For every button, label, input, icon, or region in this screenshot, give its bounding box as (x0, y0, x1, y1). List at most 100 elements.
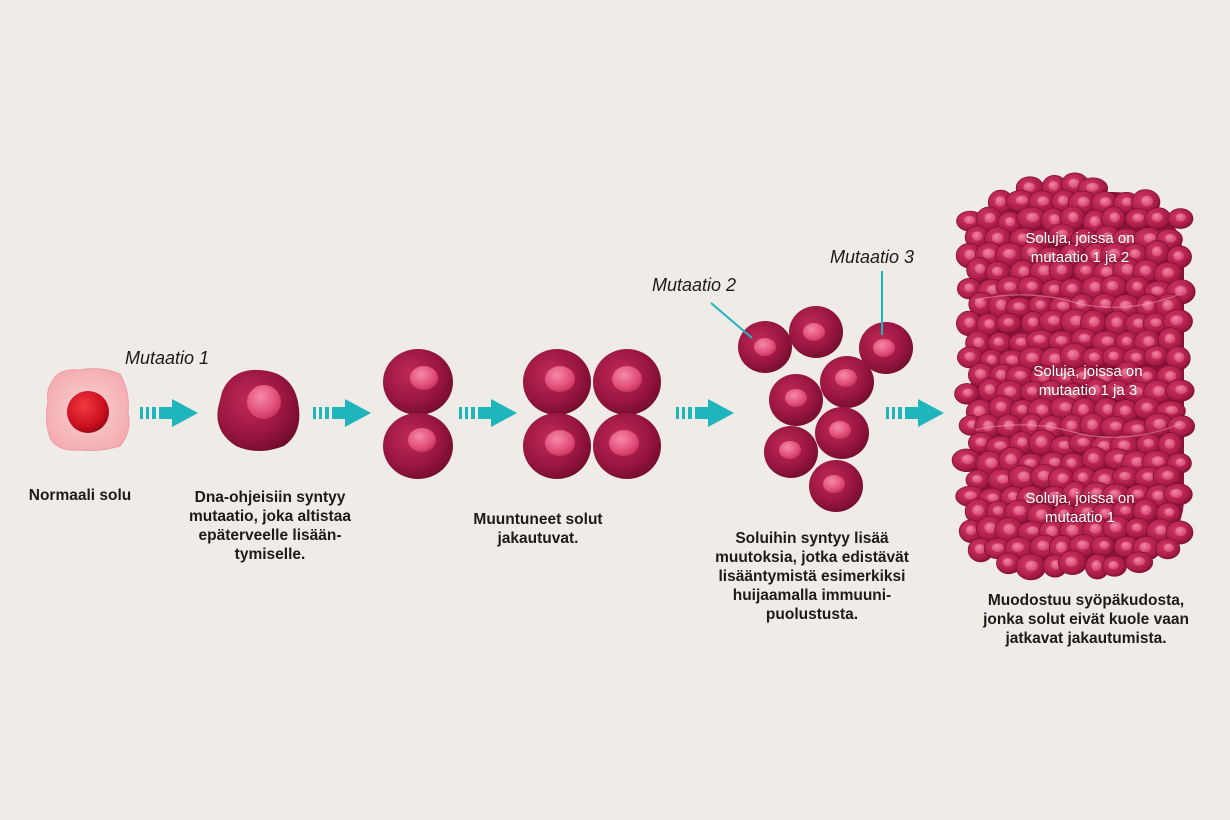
tumor-cell-nucleus (995, 401, 1007, 412)
tumor-cell-nucleus (973, 337, 984, 348)
tumor-cell-nucleus (1049, 457, 1061, 467)
tumor-cell-nucleus (1078, 333, 1091, 343)
tumor-cell-nucleus (964, 351, 976, 361)
tumor-cell-nucleus (995, 196, 1006, 207)
tumor-cell-nucleus (1175, 213, 1187, 222)
tumor-cell-nucleus (1037, 196, 1049, 206)
tumor-cell-nucleus (984, 212, 996, 224)
tumor-cell-nucleus (986, 354, 997, 364)
caption-more-changes: Soluihin syntyy lisää muutoksia, jotka e… (715, 530, 909, 623)
tumor-cell-nucleus (1002, 557, 1014, 567)
tumor-cell-nucleus (1077, 437, 1090, 447)
tumor-cell-nucleus (1120, 505, 1131, 515)
tumor-cell-nucleus (982, 248, 995, 259)
tumor-cell-nucleus (1109, 489, 1122, 500)
tumor-cell-nucleus (994, 441, 1007, 450)
tumor-cell-nucleus (1139, 265, 1152, 276)
tumor-cell-nucleus (1034, 234, 1045, 243)
tumor-cell-nucleus (1089, 281, 1102, 292)
tumor-cell-nucleus (1133, 556, 1145, 566)
tumor-cell-nucleus (1119, 405, 1131, 416)
tumor-cell-nucleus (1121, 541, 1132, 551)
tumor-cell-nucleus (1068, 178, 1080, 189)
tumor-cell-nucleus (995, 369, 1007, 380)
tumor-cell-nucleus (1112, 385, 1124, 394)
tumor-region-label-middle: Soluja, joissa on mutaatio 1 ja 3 (1033, 363, 1143, 399)
tumor-cell-nucleus (1151, 246, 1163, 257)
tumor-region-divider (974, 293, 1181, 308)
tumor-region-divider (974, 423, 1181, 438)
tumor-cell-nucleus (983, 420, 994, 432)
tumor-cell-nucleus (1151, 350, 1162, 360)
tumor-cell-nucleus (1175, 526, 1187, 537)
tumor-cell-nucleus (1035, 509, 1048, 520)
tumor-cell-nucleus (1017, 437, 1028, 447)
tumor-cell-nucleus (1027, 247, 1038, 258)
tumor-cell-nucleus (1077, 196, 1090, 207)
tumor-cell-nucleus (1066, 283, 1078, 293)
tumor-cell-nucleus (1141, 402, 1153, 412)
normal-cell (45, 368, 130, 451)
tumor-cell-nucleus (1038, 265, 1051, 276)
tumor-cell-nucleus (1037, 470, 1050, 481)
tumor-cell-nucleus (1141, 371, 1153, 381)
tumor-cell-nucleus (964, 249, 976, 260)
tumor-cell-nucleus (992, 232, 1004, 243)
tumor-cell-nucleus (1152, 490, 1165, 501)
mutation-3-label: Mutaatio 3 (830, 247, 915, 267)
tumor-cell-nucleus (1066, 249, 1078, 260)
tumor-cell-nucleus (1086, 182, 1099, 192)
tumor-cell-nucleus (1173, 251, 1184, 261)
tumor-cell-nucleus (1026, 212, 1040, 223)
tumor-cell-nucleus (1016, 404, 1028, 414)
tumor-cell-nucleus (1130, 386, 1144, 396)
tumor-cell-nucleus (984, 319, 995, 329)
caption-mutation: Dna-ohjeisiin syntyy mutaatio, joka alti… (189, 489, 351, 563)
tumor-cell-nucleus (1088, 316, 1100, 328)
tumor-cell-nucleus (1129, 249, 1141, 259)
tumor-cell-nucleus (1088, 352, 1100, 362)
tumor-cell-nucleus (974, 263, 986, 274)
tumor-cell-nucleus (1162, 267, 1174, 278)
tumor-cell-nucleus (1091, 560, 1102, 571)
tumor-cell-nucleus (1142, 472, 1155, 481)
tumor-cell-nucleus (1131, 523, 1143, 532)
tumor-cell-nucleus (972, 505, 984, 516)
tumor-cell-nucleus (1049, 214, 1060, 225)
tumor-cell-nucleus (1162, 299, 1174, 311)
tumor-cell-nucleus (1102, 232, 1114, 243)
tumor-cell-nucleus (1078, 403, 1089, 415)
tumor-cell-nucleus (1048, 181, 1059, 191)
tumor-cell-nucleus (1005, 453, 1017, 465)
tumor-cell-nucleus (1058, 440, 1071, 450)
tumor-cell-nucleus (964, 215, 976, 225)
tumor-cell-nucleus (1026, 419, 1037, 431)
tumor-cell-nucleus (964, 317, 975, 328)
tumor-cell-nucleus (1099, 540, 1110, 550)
tumor-cell-nucleus (1089, 216, 1101, 227)
tumor-cell-nucleus (1026, 352, 1039, 363)
tumor-cell-nucleus (1087, 419, 1098, 430)
scattered-mutated-cells (738, 306, 913, 512)
arrow-5 (886, 399, 944, 427)
tumor-cell-nucleus (1109, 521, 1122, 533)
mutation-1-label: Mutaatio 1 (125, 348, 210, 368)
tumor-cell-nucleus (1018, 266, 1030, 277)
tumor-cell-nucleus (1035, 436, 1048, 448)
tumor-cell-nucleus (975, 437, 987, 447)
mutation-2-pointer (710, 302, 753, 339)
tumor-cell-nucleus (1065, 556, 1078, 567)
tumor-cell-nucleus (1143, 336, 1155, 347)
tumor-cell-nucleus (1003, 318, 1015, 327)
tumor-cell-nucleus (991, 543, 1005, 552)
tumor-cell-nucleus (1007, 491, 1019, 501)
caption-normal-cell: Normaali solu (28, 487, 132, 504)
tumor-cell-nucleus (1076, 299, 1087, 309)
tumor-cell-nucleus (1037, 540, 1050, 551)
tumor-cell-nucleus (1024, 458, 1037, 468)
tumor-cell-nucleus (1077, 472, 1088, 482)
tumor-cell-nucleus (1057, 195, 1069, 206)
tumor-cell-nucleus (1107, 248, 1121, 259)
tumor-cell-nucleus (1045, 421, 1057, 432)
tumor-cell-nucleus (1162, 470, 1174, 480)
